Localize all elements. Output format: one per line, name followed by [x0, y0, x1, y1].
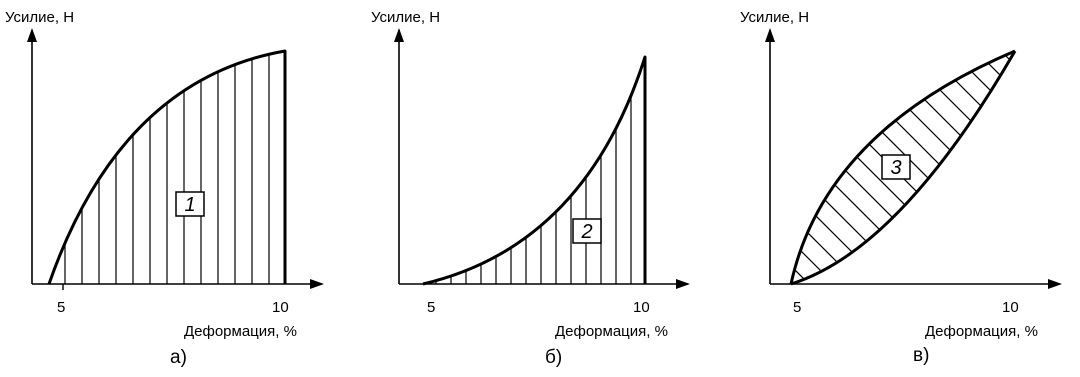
area-number-2: 2	[580, 221, 592, 243]
area-number-box-3	[881, 154, 911, 180]
tick-label-5-a: 5	[57, 299, 65, 316]
y-axis-arrow-b	[394, 28, 404, 42]
tick-label-5-b: 5	[427, 299, 435, 316]
y-axis-label-b: Усилие, Н	[371, 9, 440, 26]
x-axis-arrow-b	[676, 279, 690, 289]
x-axis-label-b: Деформация, %	[555, 323, 668, 340]
hatch-area-b	[435, 57, 632, 284]
unloading-curve-c	[790, 50, 1017, 286]
tick-label-10-c: 10	[1002, 299, 1019, 316]
panel-a: Усилие, Н 5 10 Деформация, % а) 1	[5, 9, 324, 368]
y-axis-label-a: Усилие, Н	[5, 9, 74, 26]
y-axis-arrow-a	[27, 28, 37, 42]
panel-caption-c: в)	[913, 345, 929, 366]
area-number-1: 1	[184, 194, 195, 216]
area-number-box-2	[572, 218, 602, 244]
hatch-area-c	[791, 51, 1015, 284]
x-axis-arrow-a	[310, 279, 324, 289]
panel-caption-b: б)	[545, 347, 562, 368]
tick-label-10-b: 10	[633, 299, 650, 316]
panel-b: Усилие, Н 5 10 Деформация, % б) 2	[371, 9, 690, 368]
y-axis-label-c: Усилие, Н	[740, 9, 809, 26]
tick-label-10-a: 10	[272, 299, 289, 316]
hatch-area-a	[64, 51, 270, 284]
force-curve-b	[422, 55, 647, 286]
x-axis-label-a: Деформация, %	[184, 323, 297, 340]
loading-curve-c	[789, 49, 1016, 285]
force-curve-a	[47, 49, 287, 285]
y-axis-arrow-c	[765, 28, 775, 42]
x-axis-arrow-c	[1048, 279, 1062, 289]
area-number-box-1	[175, 191, 205, 217]
area-number-3: 3	[890, 157, 901, 179]
panel-caption-a: а)	[170, 347, 187, 368]
x-axis-label-c: Деформация, %	[925, 323, 1038, 340]
tick-label-5-c: 5	[793, 299, 801, 316]
panel-c: Усилие, Н 5 10 Деформация, % в) 3	[740, 9, 1062, 366]
